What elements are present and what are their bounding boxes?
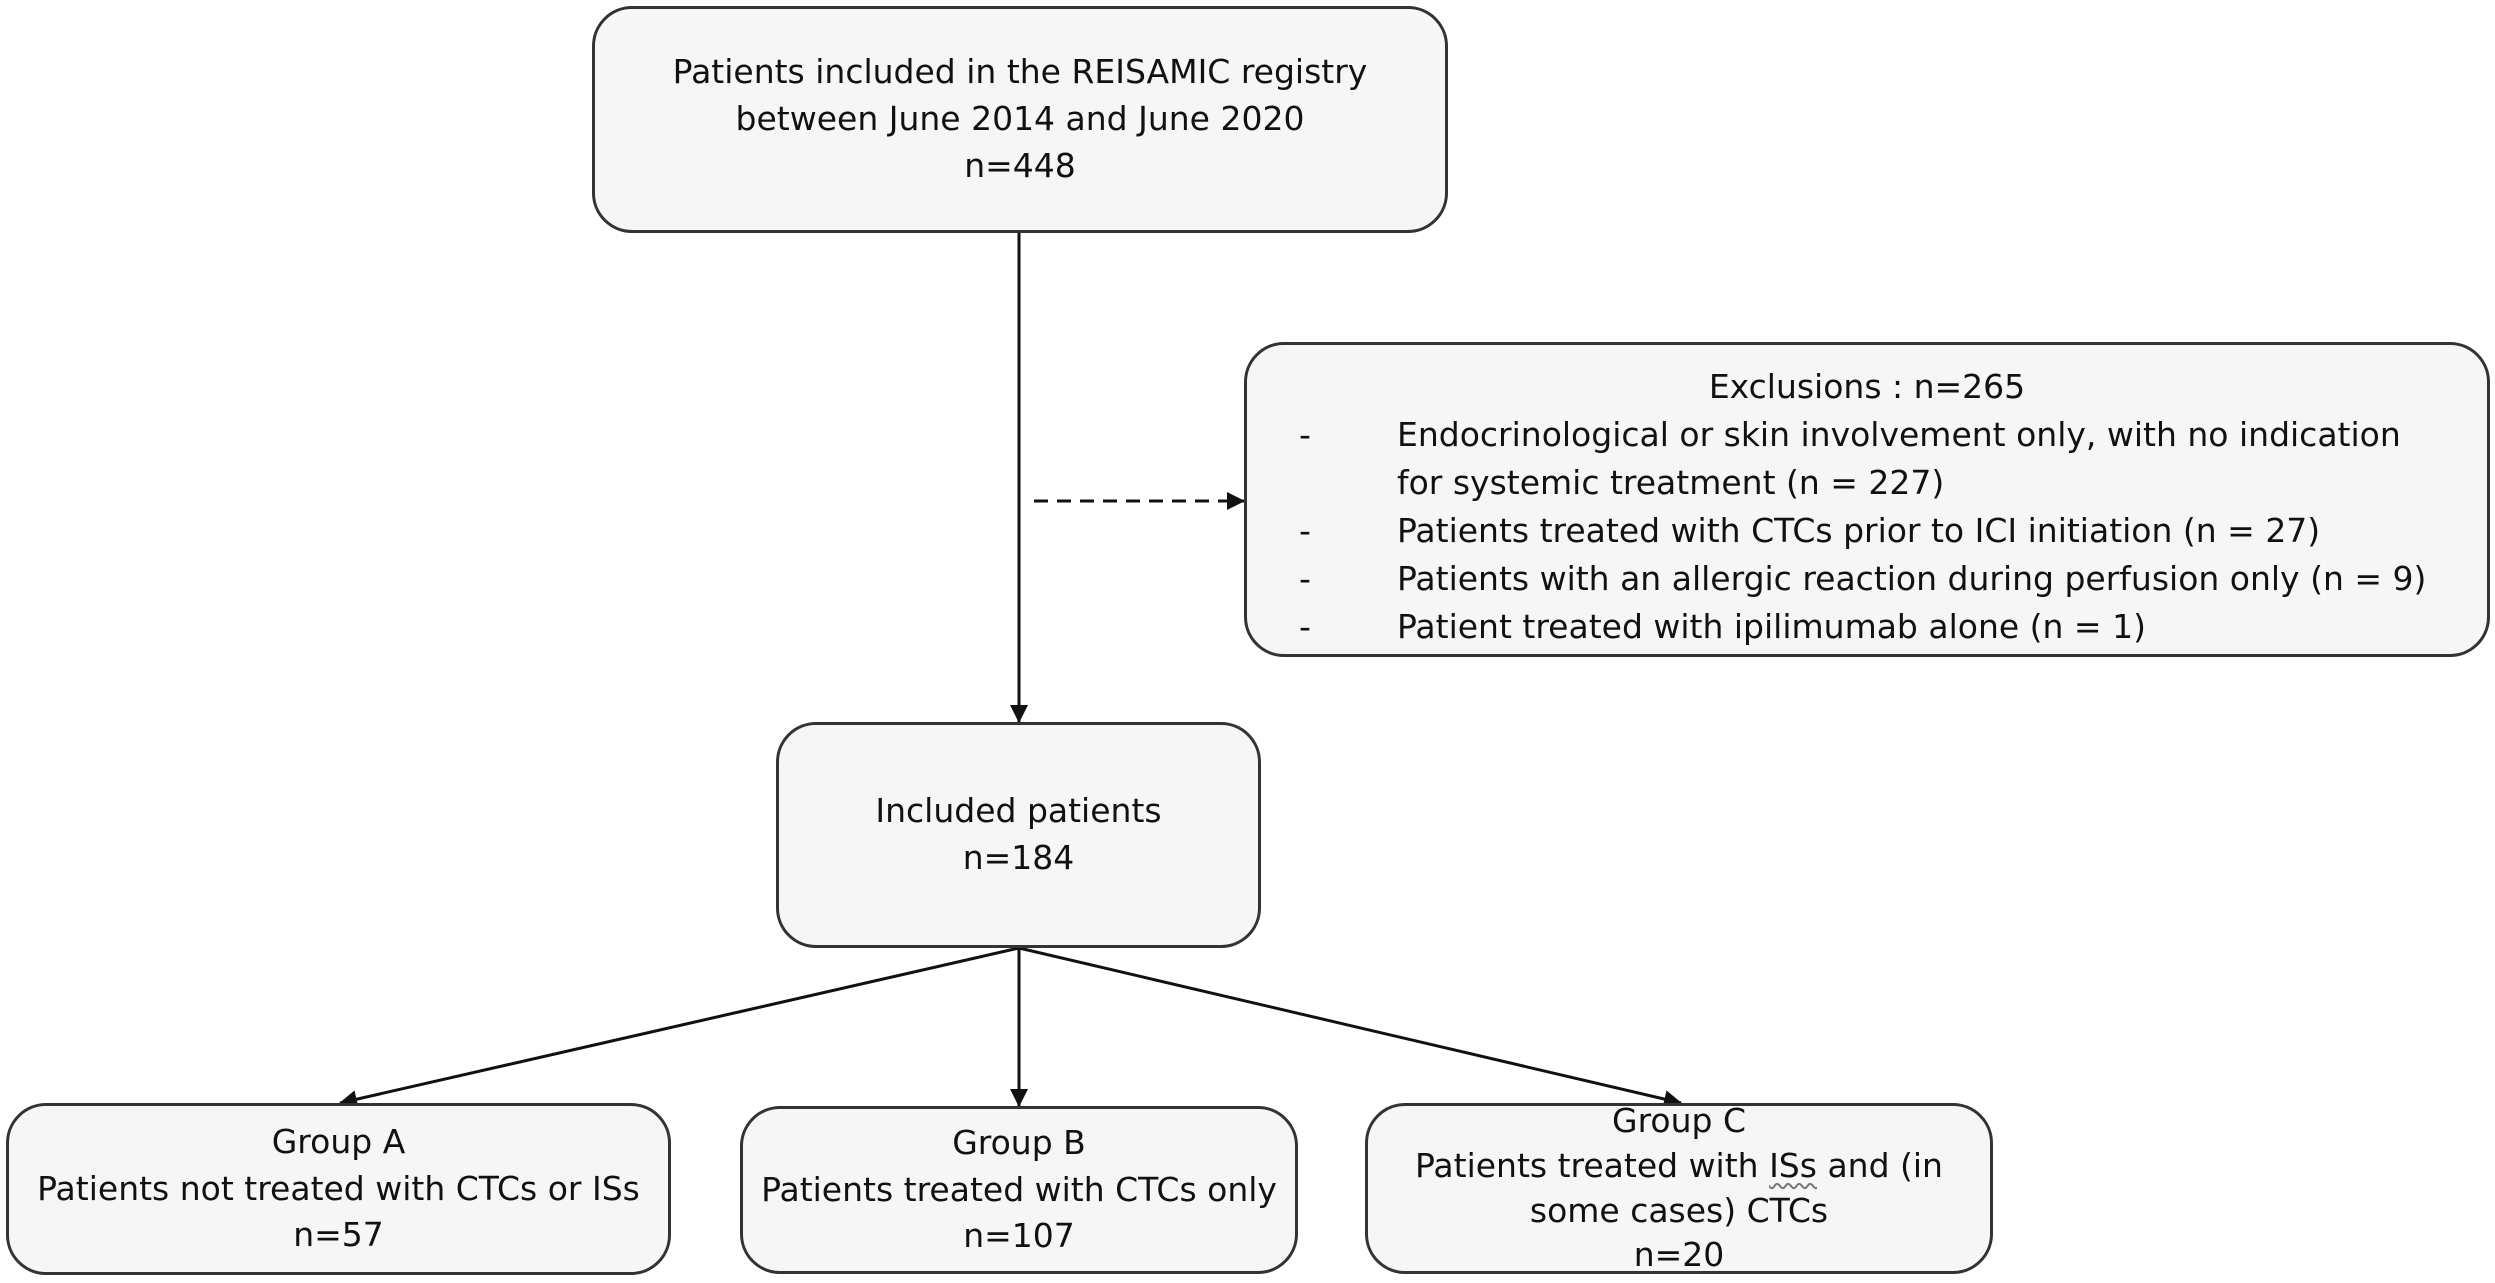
- registry-count: n=448: [964, 145, 1076, 185]
- exclusion-item: - Patients with an allergic reaction dur…: [1299, 555, 2429, 603]
- exclusion-text: Patients treated with CTCs prior to ICI …: [1397, 511, 2321, 550]
- exclusion-dash: -: [1299, 415, 1311, 454]
- included-label: Included patients: [875, 791, 1162, 831]
- exclusion-dash: -: [1299, 559, 1311, 598]
- exclusion-text: Patient treated with ipilimumab alone (n…: [1397, 607, 2146, 646]
- group-a-box: Group A Patients not treated with CTCs o…: [6, 1103, 671, 1275]
- group-c-desc-line-1: Patients treated with ISs and (in: [1415, 1144, 1943, 1189]
- group-a-count: n=57: [293, 1215, 384, 1255]
- group-c-desc-mark: ISs: [1769, 1145, 1817, 1185]
- group-a-name: Group A: [271, 1121, 406, 1161]
- group-b-name: Group B: [952, 1122, 1086, 1162]
- exclusion-dash: -: [1299, 607, 1311, 646]
- registry-line-2: between June 2014 and June 2020: [735, 99, 1305, 139]
- group-c-name: Group C: [1612, 1100, 1746, 1140]
- registry-line-1: Patients included in the REISAMIC regist…: [672, 52, 1368, 92]
- group-c-desc-line-2: some cases) CTCs: [1529, 1190, 1829, 1230]
- group-b-box: Group B Patients treated with CTCs only …: [740, 1106, 1298, 1274]
- group-a-desc: Patients not treated with CTCs or ISs: [37, 1168, 640, 1208]
- exclusion-item: - Patient treated with ipilimumab alone …: [1299, 603, 2429, 651]
- exclusion-item: - Endocrinological or skin involvement o…: [1299, 411, 2429, 507]
- exclusion-text: Patients with an allergic reaction durin…: [1397, 559, 2427, 598]
- exclusion-text: Endocrinological or skin involvement onl…: [1397, 415, 2401, 502]
- group-c-count: n=20: [1633, 1235, 1725, 1275]
- group-c-desc-post: and (in: [1816, 1145, 1943, 1185]
- group-c-desc-pre: Patients treated with: [1415, 1145, 1770, 1185]
- arrow-included-to-group-c: [1018, 946, 1682, 1108]
- included-count: n=184: [962, 838, 1075, 877]
- exclusion-dash: -: [1299, 511, 1311, 550]
- included-patients-box: Included patients n=184: [776, 722, 1261, 948]
- group-b-count: n=107: [963, 1216, 1075, 1256]
- arrow-included-to-group-a: [339, 946, 1020, 1108]
- exclusion-item: - Patients treated with CTCs prior to IC…: [1299, 507, 2429, 555]
- exclusions-title: Exclusions : n=265: [1708, 367, 2026, 406]
- registry-box: Patients included in the REISAMIC regist…: [592, 6, 1448, 233]
- group-c-box: Group C Patients treated with ISs and (i…: [1365, 1101, 1993, 1274]
- group-b-desc: Patients treated with CTCs only: [761, 1169, 1277, 1209]
- exclusions-box: Exclusions : n=265 - Endocrinological or…: [1244, 342, 2490, 657]
